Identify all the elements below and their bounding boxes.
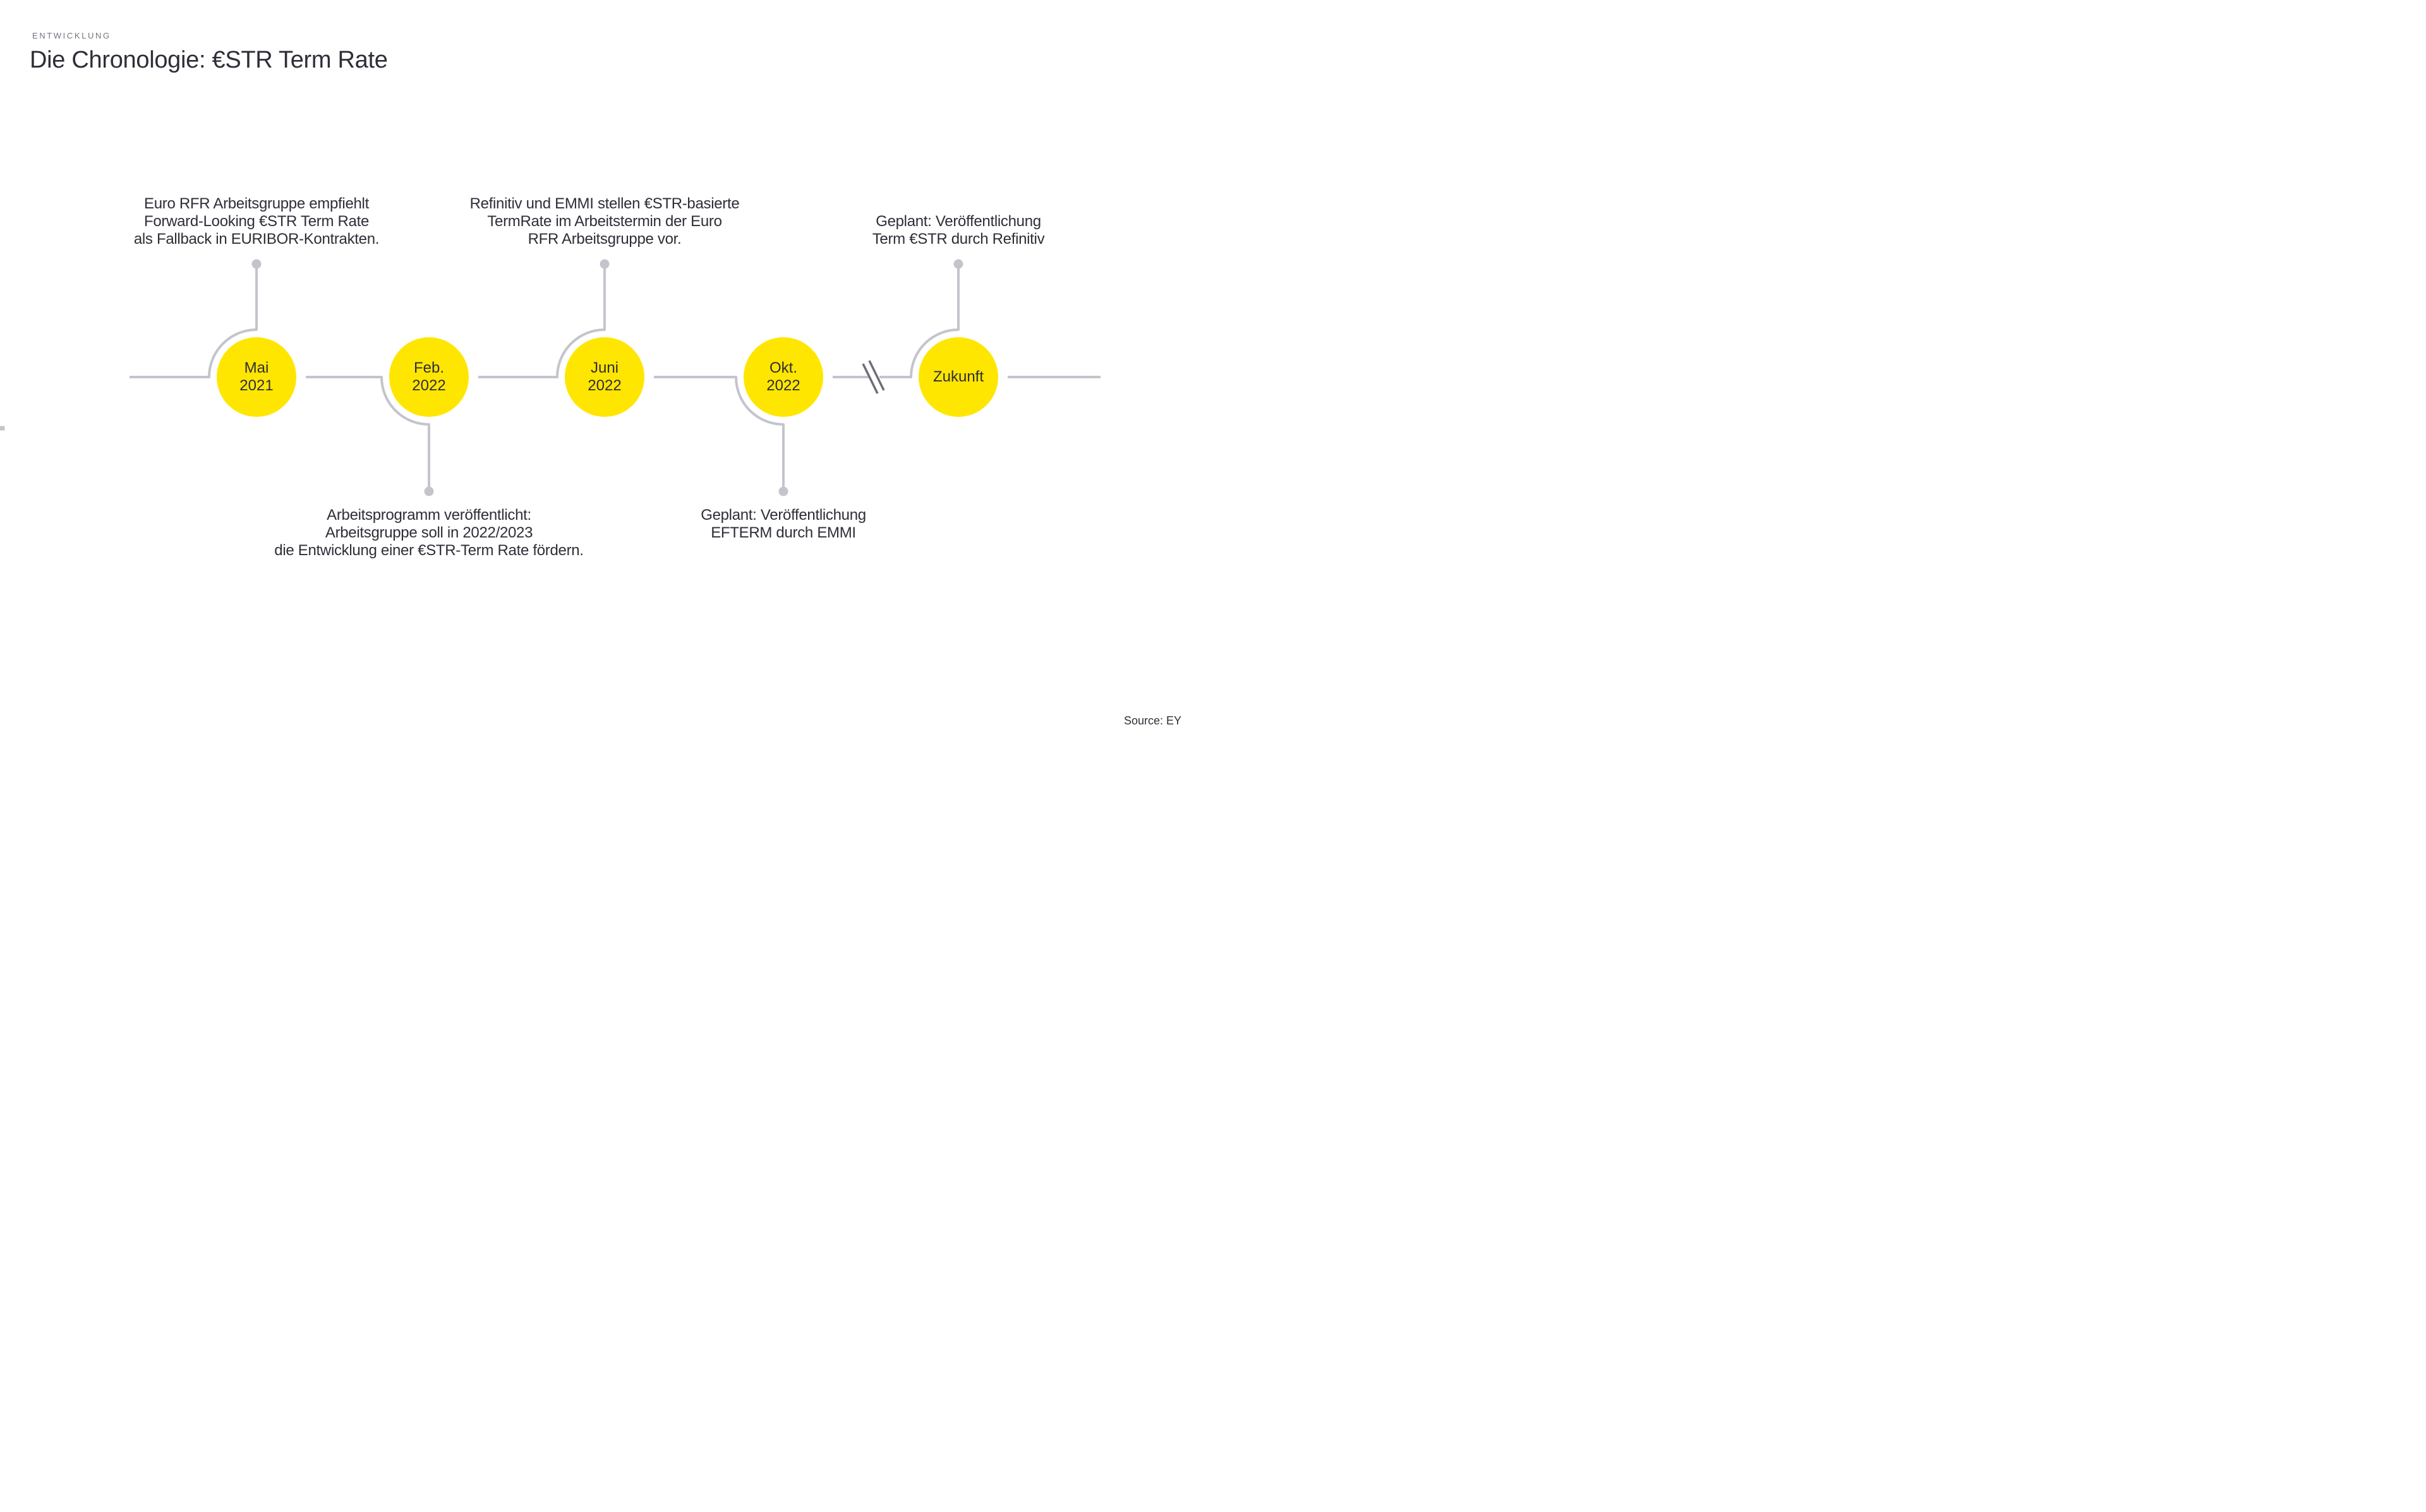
- connector-dot: [251, 259, 262, 269]
- annotation-okt-2022: Geplant: Veröffentlichung EFTERM durch E…: [581, 507, 986, 542]
- annotation-line: Geplant: Veröffentlichung: [876, 213, 1041, 230]
- node-label: Feb.: [413, 359, 445, 376]
- connector-dot: [600, 259, 610, 269]
- node-label: 2021: [239, 377, 274, 394]
- annotation-line: EFTERM durch EMMI: [711, 524, 856, 541]
- annotation-line: Geplant: Veröffentlichung: [701, 507, 866, 524]
- connector-dot: [424, 486, 434, 496]
- timeline-node-juni-2022: Juni 2022: [565, 337, 644, 417]
- node-label: Juni: [590, 359, 619, 376]
- annotation-line: die Entwicklung einer €STR-Term Rate för…: [274, 542, 584, 559]
- timeline-node-okt-2022: Okt. 2022: [744, 337, 823, 417]
- node-label: Zukunft: [932, 368, 984, 385]
- kicker: ENTWICKLUNG: [32, 31, 111, 40]
- annotation-mai-2021: Euro RFR Arbeitsgruppe empfiehlt Forward…: [54, 195, 459, 248]
- connector-okt-2022: [654, 376, 785, 488]
- annotation-line: Arbeitsgruppe soll in 2022/2023: [325, 524, 533, 541]
- page-title: Die Chronologie: €STR Term Rate: [30, 47, 388, 73]
- connector-feb-2022: [306, 376, 430, 488]
- annotation-zukunft: Geplant: Veröffentlichung Term €STR durc…: [756, 213, 1161, 248]
- annotation-line: Term €STR durch Refinitiv: [872, 231, 1045, 248]
- node-label: Okt.: [769, 359, 797, 376]
- timeline: [130, 259, 1101, 496]
- annotation-feb-2022: Arbeitsprogramm veröffentlicht: Arbeitsg…: [227, 507, 631, 560]
- timeline-node-feb-2022: Feb. 2022: [389, 337, 469, 417]
- annotation-line: als Fallback in EURIBOR-Kontrakten.: [133, 231, 380, 248]
- node-label: 2022: [588, 377, 622, 394]
- annotation-line: Arbeitsprogramm veröffentlicht:: [327, 507, 531, 524]
- annotation-line: RFR Arbeitsgruppe vor.: [528, 231, 682, 248]
- timeline-node-zukunft: Zukunft: [919, 337, 998, 417]
- timeline-break-icon: [862, 360, 885, 394]
- timeline-node-mai-2021: Mai 2021: [217, 337, 296, 417]
- annotation-line: Forward-Looking €STR Term Rate: [143, 213, 370, 230]
- annotation-juni-2022: Refinitiv und EMMI stellen €STR-basierte…: [402, 195, 807, 248]
- slide: ENTWICKLUNG Die Chronologie: €STR Term R…: [0, 0, 1213, 756]
- source-note: Source: EY: [1123, 714, 1181, 727]
- node-label: Mai: [244, 359, 269, 376]
- annotation-line: Refinitiv und EMMI stellen €STR-basierte: [469, 195, 740, 212]
- node-label: 2022: [766, 377, 800, 394]
- connector-dots: [251, 259, 963, 496]
- connector-mai-2021: [130, 268, 258, 378]
- annotation-line: Euro RFR Arbeitsgruppe empfiehlt: [144, 195, 369, 212]
- connector-dot: [953, 259, 963, 269]
- connector-juni-2022: [478, 268, 606, 378]
- annotation-line: TermRate im Arbeitstermin der Euro: [487, 213, 722, 230]
- node-label: 2022: [412, 377, 446, 394]
- connector-zukunft: [879, 268, 960, 378]
- connector-dot: [778, 486, 788, 496]
- page-edge-artifact: [0, 426, 5, 431]
